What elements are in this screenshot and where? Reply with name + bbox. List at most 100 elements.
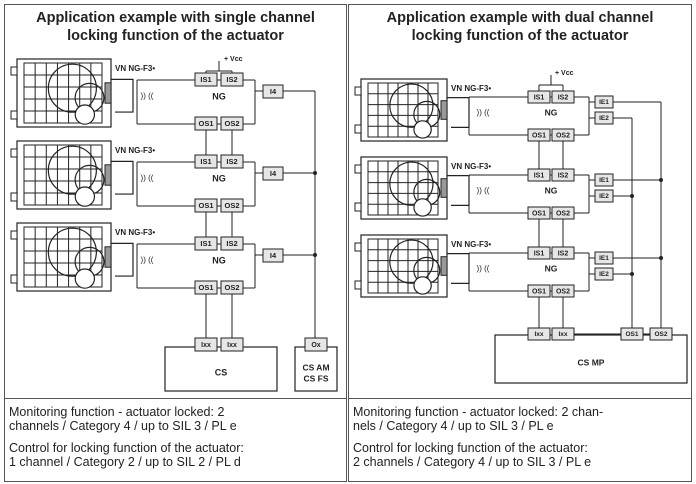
input-is1-box (527, 246, 551, 260)
module-label: NG (212, 173, 226, 183)
output-os2-label: OS2 (224, 283, 239, 292)
cs-input-ixx-2-label: Ixx (227, 342, 237, 349)
input-is2-box (220, 154, 244, 169)
actuator-gear-large (389, 239, 434, 284)
input-is2-label: IS2 (226, 75, 237, 84)
vcc-label: + Vcc (224, 56, 243, 63)
actuator-mount-top (10, 66, 18, 76)
sensor-bracket (111, 78, 134, 113)
left-monitoring-line1: Monitoring function - actuator locked: 2 (9, 405, 225, 419)
diag-ie1-label: IE1 (599, 255, 609, 262)
input-is1-label: IS1 (200, 75, 211, 84)
right-monitoring-line1: Monitoring function - actuator locked: 2… (353, 405, 604, 419)
actuator-gear-small (413, 276, 432, 295)
left-panel: Application example with single channel … (4, 4, 347, 482)
right-control-note: Control for locking function of the actu… (353, 441, 687, 469)
cs-output-os2-label: OS2 (654, 331, 667, 338)
left-monitoring-note: Monitoring function - actuator locked: 2… (9, 405, 342, 433)
cs-am-fs-body (294, 346, 338, 392)
module-label: NG (212, 255, 226, 265)
vcc-label: + Vcc (555, 70, 574, 77)
right-title-line1: Application example with dual channel (386, 10, 654, 26)
diag-output-i4-label: I4 (270, 251, 277, 260)
sensor-label: VN NG-F3• (115, 228, 155, 237)
signal-symbol: )) (( (141, 92, 154, 101)
diag-output-i4-label: I4 (270, 87, 277, 96)
left-panel-title: Application example with single channel … (5, 9, 346, 45)
diag-ie1-label: IE1 (599, 99, 609, 106)
cs-fs-label: CS FS (303, 373, 328, 383)
actuator-connector (440, 256, 448, 276)
sensor-bracket (111, 160, 134, 195)
actuator-mount-bottom (354, 124, 362, 134)
cs-input-ixx-2-box (220, 337, 244, 352)
diag-ie1-label: IE1 (599, 177, 609, 184)
actuator-gear-large (389, 83, 434, 128)
actuator-gear-small (413, 120, 432, 139)
actuator-mount-top (10, 230, 18, 240)
sensor-label: VN NG-F3• (451, 240, 491, 249)
external-output-ox-label: Ox (311, 342, 320, 349)
input-is2-label: IS2 (226, 239, 237, 248)
output-os2-label: OS2 (556, 132, 570, 139)
input-is1-label: IS1 (200, 239, 211, 248)
input-is1-box (194, 72, 218, 87)
actuator-connector (440, 100, 448, 120)
input-is1-box (194, 236, 218, 251)
sensor-label: VN NG-F3• (115, 146, 155, 155)
module-label: NG (212, 91, 226, 101)
input-is1-box (194, 154, 218, 169)
sensor-label: VN NG-F3• (115, 64, 155, 73)
cs-input-ixx-1-label: Ixx (201, 342, 211, 349)
cs-mp-controller-label: CS MP (578, 357, 605, 367)
cs-controller-label: CS (215, 367, 228, 377)
input-is2-box (220, 236, 244, 251)
cs-input-ixx-2-label: Ixx (558, 331, 567, 338)
actuator-mount-bottom (10, 192, 18, 202)
input-is2-box (551, 90, 575, 104)
output-os2-label: OS2 (224, 119, 239, 128)
input-is1-label: IS1 (534, 172, 545, 179)
input-is1-box (527, 168, 551, 182)
signal-symbol: )) (( (141, 174, 154, 183)
actuator-mount-top (354, 86, 362, 96)
input-is2-box (551, 168, 575, 182)
left-divider (5, 398, 346, 399)
output-os1-label: OS1 (532, 210, 546, 217)
cs-input-ixx-1-label: Ixx (534, 331, 543, 338)
actuator-gear-large (47, 145, 97, 195)
right-panel-title: Application example with dual channel lo… (349, 9, 691, 45)
signal-symbol: )) (( (477, 186, 490, 195)
signal-symbol: )) (( (141, 256, 154, 265)
external-output-ox-box (304, 337, 328, 352)
cs-controller-body (164, 346, 278, 392)
actuator-gear-large (47, 227, 97, 277)
cs-input-ixx-1-box (527, 327, 551, 341)
cs-mp-controller-body (494, 334, 688, 384)
actuator-gear-small (74, 104, 96, 125)
input-is1-label: IS1 (200, 157, 211, 166)
output-os1-label: OS1 (198, 119, 213, 128)
diag-ie2-label: IE2 (599, 115, 609, 122)
actuator-connector (104, 82, 112, 104)
cs-am-label: CS AM (302, 362, 329, 372)
actuator-gear-small (74, 268, 96, 289)
actuator-mount-bottom (354, 202, 362, 212)
right-divider (349, 398, 691, 399)
input-is2-label: IS2 (558, 94, 569, 101)
input-is1-box (527, 90, 551, 104)
right-monitoring-note: Monitoring function - actuator locked: 2… (353, 405, 687, 433)
actuator-gear-small (413, 198, 432, 217)
sensor-bracket (447, 96, 470, 128)
input-is2-label: IS2 (558, 250, 569, 257)
actuator-mount-top (354, 164, 362, 174)
output-os2-label: OS2 (556, 288, 570, 295)
left-control-line2: 1 channel / Category 2 / up to SIL 2 / P… (9, 455, 241, 469)
cs-input-ixx-1-box (194, 337, 218, 352)
left-control-note: Control for locking function of the actu… (9, 441, 342, 469)
actuator-connector (104, 246, 112, 268)
actuator-connector (440, 178, 448, 198)
right-control-line1: Control for locking function of the actu… (353, 441, 588, 455)
